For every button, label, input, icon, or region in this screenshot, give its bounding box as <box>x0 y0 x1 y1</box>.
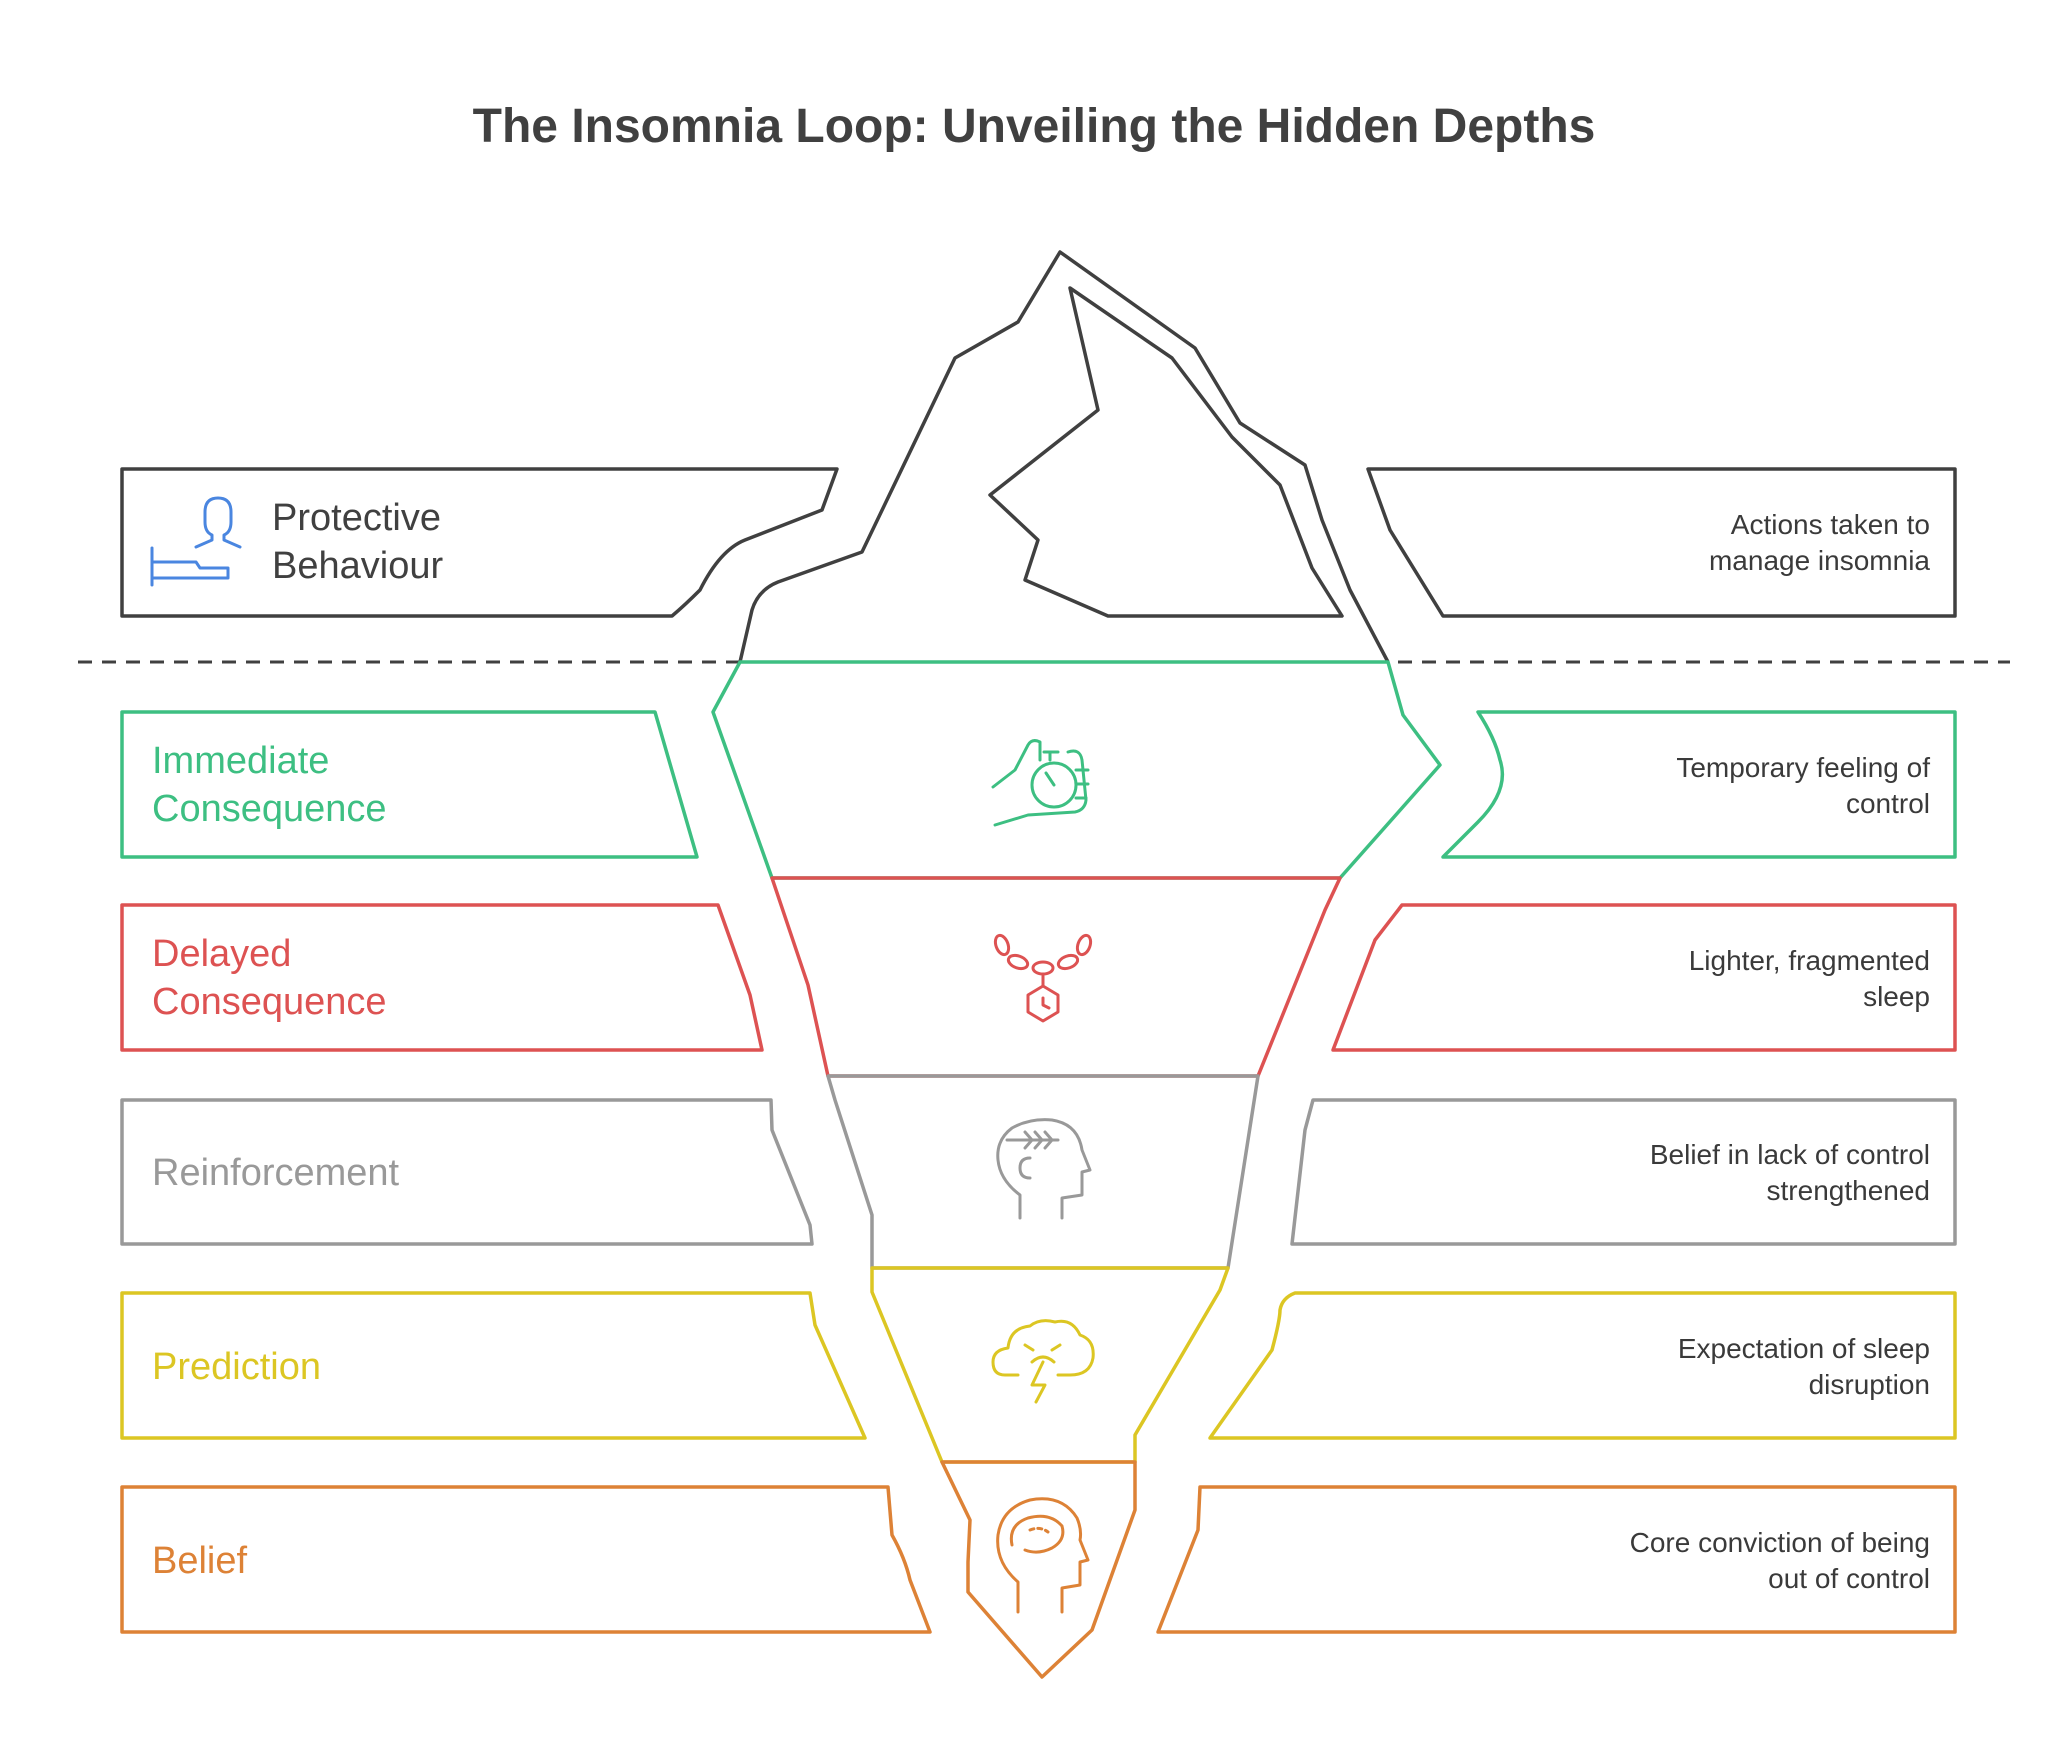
chain-pendant-icon <box>993 933 1093 1023</box>
layer-protective-behaviour: Protective Behaviour Actions taken to ma… <box>120 250 1957 663</box>
layer-desc-delayed: Lighter, fragmented <box>1689 945 1930 976</box>
iceberg-segment-prediction <box>870 1266 1230 1464</box>
layer-label-immediate-line2: Consequence <box>152 788 387 830</box>
layer-immediate-consequence: Immediate Consequence Temporary feeling … <box>120 660 1957 880</box>
layer-desc-prediction: Expectation of sleep <box>1678 1333 1930 1364</box>
layer-label-protective-line2: Behaviour <box>272 545 443 587</box>
label-box-immediate <box>120 710 699 859</box>
layer-desc-protective: Actions taken to <box>1731 509 1930 540</box>
desc-box-immediate <box>1441 710 1957 859</box>
layer-desc-immediate-line2: control <box>1846 788 1930 819</box>
iceberg-tip-inner <box>988 286 1344 618</box>
label-box-belief <box>120 1485 932 1634</box>
layer-desc-protective-line2: manage insomnia <box>1709 545 1930 576</box>
layer-reinforcement: Reinforcement Belief in lack of control … <box>120 1074 1957 1270</box>
layer-desc-reinforcement: Belief in lack of control <box>1650 1139 1930 1170</box>
label-box-delayed <box>120 903 764 1052</box>
iceberg-segment-reinforcement <box>826 1074 1260 1270</box>
layer-label-delayed: Delayed <box>152 933 291 975</box>
layer-label-prediction: Prediction <box>152 1346 321 1388</box>
layer-label-reinforcement: Reinforcement <box>152 1152 400 1194</box>
layer-label-protective: Protective <box>272 497 441 539</box>
head-brain-icon <box>996 1497 1090 1614</box>
layer-label-delayed-line2: Consequence <box>152 981 387 1023</box>
layer-desc-belief: Core conviction of being <box>1630 1527 1930 1558</box>
desc-box-delayed <box>1331 903 1957 1052</box>
layer-delayed-consequence: Delayed Consequence Lighter, fragmented … <box>120 876 1957 1078</box>
head-with-arrow-icon <box>996 1118 1092 1220</box>
layer-desc-belief-line2: out of control <box>1768 1563 1930 1594</box>
iceberg-segment-immediate <box>711 660 1442 880</box>
hand-holding-stopwatch-icon <box>991 739 1090 827</box>
layer-prediction: Prediction Expectation of sleep disrupti… <box>120 1266 1957 1464</box>
desc-box-protective <box>1366 467 1957 618</box>
label-box-prediction <box>120 1291 867 1440</box>
label-box-protective <box>120 467 839 618</box>
label-box-reinforcement <box>120 1098 814 1246</box>
layer-desc-delayed-line2: sleep <box>1863 981 1930 1012</box>
desc-box-reinforcement <box>1290 1098 1957 1246</box>
iceberg-segment-belief <box>940 1460 1137 1679</box>
storm-cloud-icon <box>991 1319 1095 1404</box>
desc-box-prediction <box>1208 1291 1957 1440</box>
layer-desc-reinforcement-line2: strengthened <box>1767 1175 1930 1206</box>
person-in-bed-icon <box>150 496 242 587</box>
iceberg-tip-outline <box>738 250 1390 663</box>
layer-label-belief: Belief <box>152 1540 247 1582</box>
layer-belief: Belief Core conviction of being out of c… <box>120 1460 1957 1679</box>
layer-label-immediate: Immediate <box>152 740 329 782</box>
iceberg-segment-delayed <box>770 876 1342 1078</box>
desc-box-belief <box>1156 1485 1957 1634</box>
page-title: The Insomnia Loop: Unveiling the Hidden … <box>473 100 1596 153</box>
layer-desc-prediction-line2: disruption <box>1809 1369 1930 1400</box>
layer-desc-immediate: Temporary feeling of <box>1676 752 1930 783</box>
